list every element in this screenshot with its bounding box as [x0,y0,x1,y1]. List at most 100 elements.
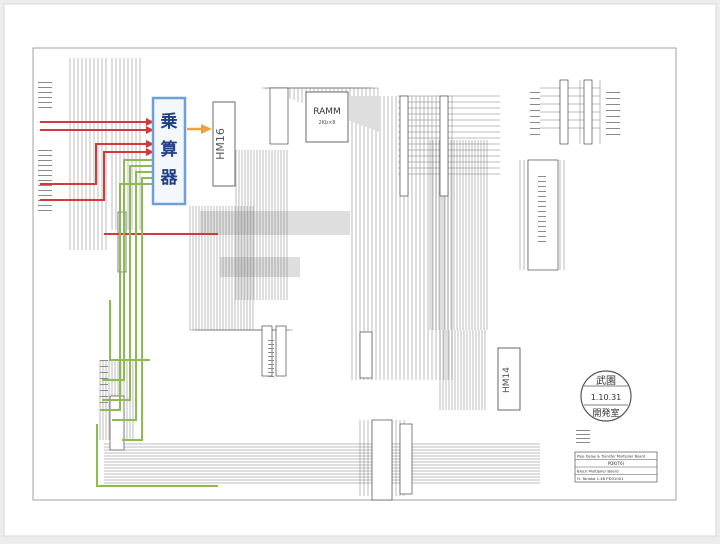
pin-label-right [606,116,620,117]
ic-chip [527,159,559,271]
pin-label-center [268,340,274,341]
pin-label-right [530,116,540,117]
output-arrow [187,124,212,134]
ic-chip [399,95,409,197]
ic-chip [261,325,273,377]
ic-layer [109,79,593,501]
pin-label-lower-left [100,390,108,391]
stamp-line-1: 武園 [596,374,616,387]
pin-label-left [38,107,52,108]
pin-label-lower-left [100,366,108,367]
ic-chip [371,419,393,501]
pin-label-right [606,122,620,123]
pin-label-center [268,356,274,357]
pin-label-bottom-right [576,438,590,439]
pin-label-right [530,134,540,135]
pin-label-right [530,92,540,93]
ic-chip [109,395,125,451]
ic-chip [359,331,373,379]
pin-label-right [538,231,546,232]
pin-label-right [530,128,540,129]
title-block: Pipe Delay & Transfer Multiplier Board P… [574,451,658,483]
pin-label-center [268,364,274,365]
stamp-line-3: 開発室 [592,407,619,419]
pin-label-right [530,122,540,123]
multiplier-block: 乗 算 器 [151,96,187,206]
pin-label-right [538,186,546,187]
pin-label-center [268,368,274,369]
pin-label-right [530,110,540,111]
pin-label-left [38,155,52,156]
pin-label-left [38,195,52,196]
ic-chip [559,79,569,145]
hm14-label: HM14 [502,367,512,393]
pin-label-center [268,372,274,373]
pin-label-right [538,176,546,177]
title-block-row-3: Block Multiplier Board [577,469,619,474]
ic-chip [439,95,449,197]
pin-label-left [38,160,52,161]
pin-label-left [38,170,52,171]
pin-label-right [606,134,620,135]
drawing-frame [32,47,677,501]
pin-label-right [606,98,620,99]
pin-label-bottom-right [576,430,590,431]
green-signal-lines [96,159,218,487]
red-arrowheads [146,118,154,156]
pin-label-lower-left [100,402,108,403]
ic-chip [269,87,289,145]
pin-label-lower-left [100,372,108,373]
stamp-line-2: 1.10.31 [591,393,622,402]
title-block-row-2: PDK(T6) [608,461,625,466]
pin-label-right [538,201,546,202]
ramm-chip: RAMM 2Kb×8 [305,91,349,143]
pin-label-right [530,98,540,99]
pin-label-bottom-right [576,442,590,443]
pin-label-left [38,210,52,211]
pin-label-lower-left [100,378,108,379]
pin-label-left [38,205,52,206]
pin-label-right [606,110,620,111]
multiplier-char-1: 乗 [160,112,178,132]
multiplier-char-3: 器 [160,168,179,188]
pin-label-bottom-right [576,434,590,435]
pin-label-right [538,181,546,182]
hm16-label: HM16 [214,128,227,160]
pin-label-right [538,236,546,237]
pin-label-right [538,226,546,227]
hm14-chip: HM14 [497,347,521,411]
pin-label-center [268,348,274,349]
pin-label-left [38,150,52,151]
pin-label-right [606,92,620,93]
top-bus [297,87,300,102]
ramm-label: RAMM [313,107,341,117]
pin-label-left [38,175,52,176]
pin-label-center [268,352,274,353]
pin-label-right [538,191,546,192]
pin-label-lower-left [100,360,108,361]
ic-chip [583,79,593,145]
pin-label-left [38,82,52,83]
ic-chip [275,325,287,377]
pin-label-right [606,104,620,105]
pin-label-right [538,216,546,217]
pin-label-layer [38,82,620,443]
pin-label-lower-left [100,384,108,385]
pin-label-lower-left [100,396,108,397]
approval-stamp: 武園 1.10.31 開発室 [580,370,632,422]
pin-label-right [538,211,546,212]
pin-label-center [268,376,274,377]
ic-chip [117,211,127,273]
pin-label-right [538,196,546,197]
hm16-chip: HM16 [212,101,236,187]
multiplier-char-2: 算 [160,139,178,160]
title-block-row-4: H. Tanaka 1.48 PD31001 [577,476,624,481]
ramm-sub-label: 2Kb×8 [318,120,335,126]
pin-label-right [538,206,546,207]
pin-label-left [38,190,52,191]
multiplier-box [151,96,187,206]
pin-label-left [38,87,52,88]
pin-label-right [538,221,546,222]
